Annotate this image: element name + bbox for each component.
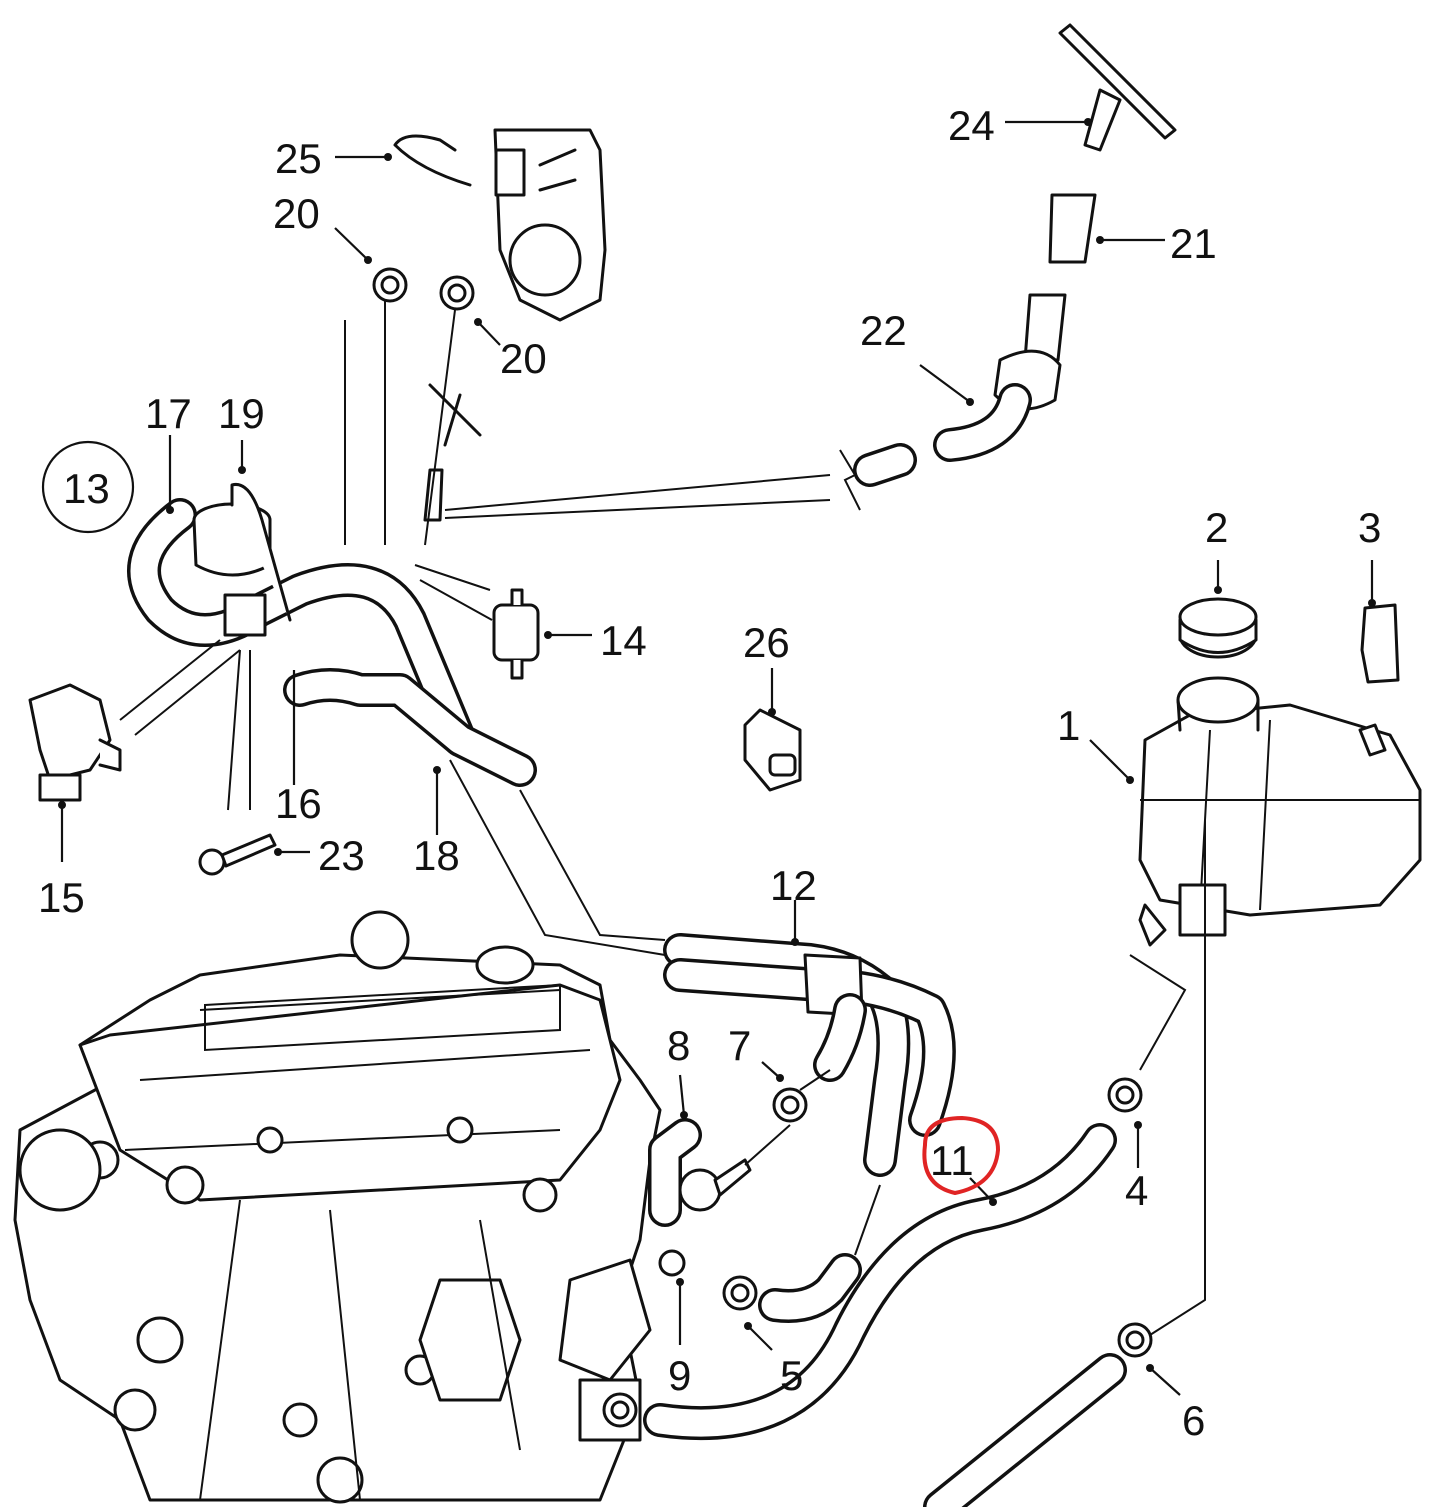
label-20b: 20 <box>500 335 547 382</box>
sensor-26 <box>743 708 802 792</box>
label-1: 1 <box>1057 702 1080 749</box>
highlight-circle-11 <box>922 1115 1001 1196</box>
label-5: 5 <box>780 1352 803 1399</box>
reference-circle-13 <box>41 440 135 534</box>
clamp-6 <box>1117 1322 1153 1358</box>
clamp-4 <box>1107 1077 1143 1113</box>
clamp-5 <box>722 1275 758 1311</box>
label-19: 19 <box>218 390 265 437</box>
break-mark <box>839 449 861 511</box>
label-8: 8 <box>667 1022 690 1069</box>
label-21: 21 <box>1170 220 1217 267</box>
engine-block <box>13 910 662 1504</box>
label-22: 22 <box>860 307 907 354</box>
vacuum-connector <box>423 383 482 522</box>
t-connector-24 <box>1058 23 1177 152</box>
hose-clamp-20-right <box>439 275 475 311</box>
label-11: 11 <box>930 1137 974 1184</box>
label-16: 16 <box>275 780 322 827</box>
label-6: 6 <box>1182 1397 1205 1444</box>
label-20a: 20 <box>273 190 320 237</box>
hose-11 <box>643 1123 1117 1440</box>
vacuum-valve-19 <box>192 482 292 637</box>
label-23: 23 <box>318 832 365 879</box>
clamp-7 <box>772 1087 808 1123</box>
clamp-9 <box>658 1249 686 1277</box>
hose-assembly-17 <box>127 498 537 787</box>
overflow-hose-6 <box>923 1353 1127 1507</box>
label-15: 15 <box>38 874 85 921</box>
cable-tie <box>393 134 472 187</box>
hose-8 <box>648 1118 752 1227</box>
hose-22 <box>853 293 1067 487</box>
part-labels: 25 20 20 17 19 13 14 26 16 23 18 15 24 2… <box>38 102 1381 1444</box>
hose-12 <box>663 933 956 1177</box>
label-14: 14 <box>600 617 647 664</box>
label-26: 26 <box>743 619 790 666</box>
label-24: 24 <box>948 102 995 149</box>
label-25: 25 <box>275 135 322 182</box>
label-17: 17 <box>145 390 192 437</box>
label-9: 9 <box>668 1352 691 1399</box>
tank-cap <box>1178 597 1258 659</box>
tank-bracket <box>1360 603 1400 684</box>
label-13: 13 <box>63 465 110 512</box>
label-7: 7 <box>728 1022 751 1069</box>
filter-14 <box>492 588 540 680</box>
leader-lines <box>58 118 1376 1396</box>
hose-5 <box>758 1253 862 1323</box>
label-2: 2 <box>1205 504 1228 551</box>
clamp-lower <box>602 1392 638 1428</box>
label-18: 18 <box>413 832 460 879</box>
hose-21 <box>1048 193 1097 264</box>
solenoid-valve-15 <box>28 683 122 802</box>
expansion-tank <box>1138 676 1422 947</box>
throttle-body <box>493 128 607 322</box>
label-4: 4 <box>1125 1167 1148 1214</box>
hose-clamp-20-left <box>372 267 408 303</box>
label-12: 12 <box>770 862 817 909</box>
label-3: 3 <box>1358 504 1381 551</box>
bolt-23 <box>198 833 277 876</box>
